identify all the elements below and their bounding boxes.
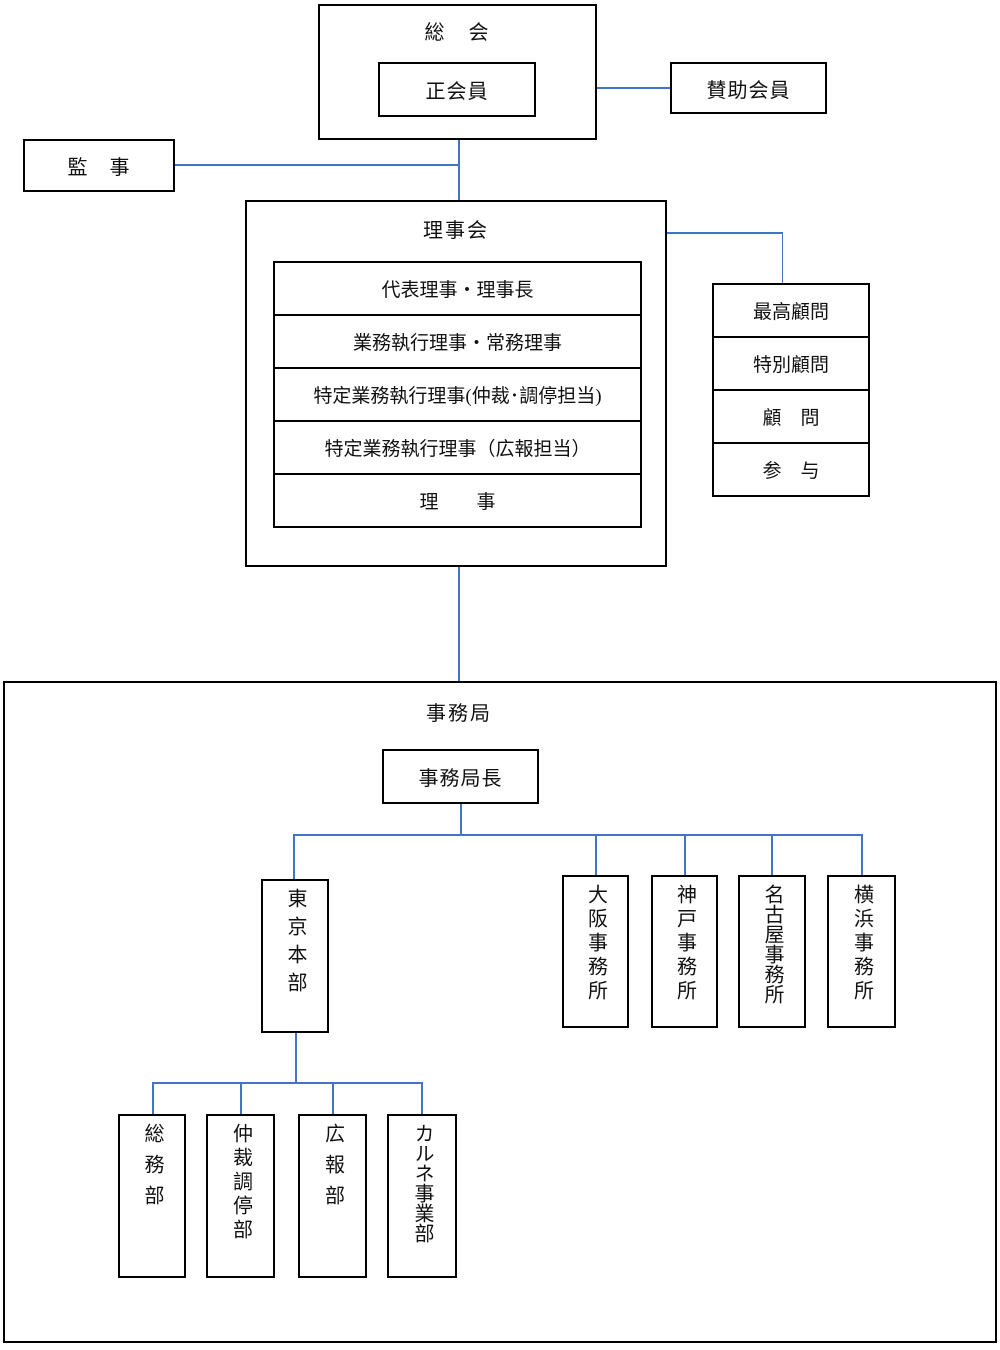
- connector-meeting-to-supporting: [597, 87, 670, 89]
- board-role-special-arbitration: 特定業務執行理事(仲裁･調停担当): [273, 367, 642, 422]
- connector-drop-nagoya: [771, 834, 773, 875]
- office-nagoya-box: 名古屋事務所: [738, 875, 806, 1028]
- connector-board-to-secretariat: [458, 567, 460, 681]
- secretariat-head-box: 事務局長: [382, 749, 539, 804]
- secretariat-head-label: 事務局長: [418, 768, 503, 790]
- board-role-director: 理 事: [273, 473, 642, 528]
- connector-auditor-to-trunk: [175, 164, 459, 166]
- connector-board-to-advisors-v: [781, 232, 783, 283]
- board-title: 理事会: [423, 220, 489, 242]
- advisor-special: 特別顧問: [712, 336, 870, 391]
- tokyo-hq-label: 東京本部: [284, 888, 306, 1000]
- secretariat-title: 事務局: [426, 703, 492, 725]
- dept-carnet-business-label: カルネ事業部: [411, 1123, 433, 1243]
- connector-drop-carnet: [421, 1082, 423, 1114]
- regular-member-label: 正会員: [425, 81, 489, 103]
- connector-meeting-to-board: [458, 140, 460, 200]
- general-meeting-title: 総 会: [424, 22, 491, 44]
- connector-board-to-advisors-h: [667, 232, 783, 234]
- dept-general-affairs-box: 総務部: [118, 1114, 186, 1278]
- connector-drop-tokyo: [293, 834, 295, 879]
- regular-member-box: 正会員: [378, 62, 536, 117]
- connector-head-to-bus: [460, 804, 462, 835]
- connector-drop-kobe: [684, 834, 686, 875]
- office-yokohama-box: 横浜事務所: [827, 875, 896, 1028]
- dept-general-affairs-label: 総務部: [141, 1123, 163, 1216]
- connector-drop-osaka: [595, 834, 597, 875]
- advisor-sanyo: 参 与: [712, 442, 870, 497]
- board-role-representative: 代表理事・理事長: [273, 261, 642, 316]
- office-kobe-box: 神戸事務所: [651, 875, 718, 1028]
- advisor-supreme: 最高顧問: [712, 283, 870, 338]
- connector-drop-pr: [332, 1082, 334, 1114]
- office-osaka-box: 大阪事務所: [562, 875, 629, 1028]
- supporting-member-label: 賛助会員: [706, 79, 791, 102]
- dept-public-relations-box: 広報部: [298, 1114, 367, 1278]
- board-role-special-pr: 特定業務執行理事（広報担当）: [273, 420, 642, 475]
- dept-arbitration-mediation-label: 仲裁調停部: [229, 1123, 252, 1243]
- supporting-member-box: 賛助会員: [670, 62, 827, 114]
- advisor-komon: 顧 問: [712, 389, 870, 444]
- dept-arbitration-mediation-box: 仲裁調停部: [206, 1114, 275, 1278]
- connector-drop-general-affairs: [152, 1082, 154, 1114]
- board-role-executive: 業務執行理事・常務理事: [273, 314, 642, 369]
- advisors-list: 最高顧問 特別顧問 顧 問 参 与: [712, 283, 870, 497]
- connector-drop-yokohama: [861, 834, 863, 875]
- connector-tokyo-to-depts: [295, 1033, 297, 1082]
- board-roles-list: 代表理事・理事長 業務執行理事・常務理事 特定業務執行理事(仲裁･調停担当) 特…: [273, 261, 642, 528]
- office-nagoya-label: 名古屋事務所: [761, 884, 783, 1004]
- connector-depts-bus: [152, 1082, 422, 1084]
- office-yokohama-label: 横浜事務所: [850, 884, 873, 1004]
- tokyo-hq-box: 東京本部: [261, 879, 329, 1033]
- auditor-label: 監 事: [67, 157, 131, 179]
- dept-public-relations-label: 広報部: [321, 1123, 344, 1216]
- office-kobe-label: 神戸事務所: [673, 884, 696, 1004]
- connector-offices-bus: [293, 834, 861, 836]
- connector-drop-arbitration: [240, 1082, 242, 1114]
- auditor-box: 監 事: [23, 139, 175, 192]
- office-osaka-label: 大阪事務所: [584, 884, 607, 1004]
- dept-carnet-business-box: カルネ事業部: [387, 1114, 457, 1278]
